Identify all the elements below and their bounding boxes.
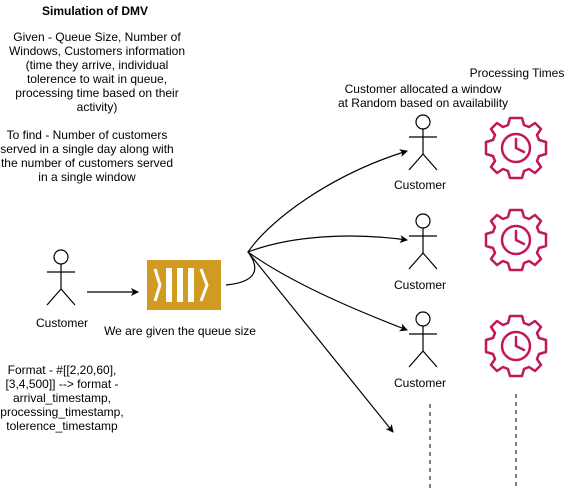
- person-icon: [408, 311, 438, 368]
- arrow-to-window-2: [247, 235, 408, 253]
- diagram-title: Simulation of DMV: [42, 4, 148, 18]
- allocation-line: at Random based on availability: [337, 96, 509, 110]
- given-line: Windows, Customers information: [8, 44, 186, 58]
- given-line: processing time based on their: [15, 86, 179, 100]
- format-line: arrival_timestamp,: [12, 391, 112, 405]
- to-find-line: served in a single day along with: [0, 142, 174, 156]
- arrow-to-window-4: [247, 251, 394, 433]
- arrow-to-window-1: [225, 149, 408, 286]
- customer-label: Customer: [35, 316, 88, 330]
- window-customer-label: Customer: [393, 278, 446, 292]
- format-line: processing_timestamp,: [0, 405, 124, 419]
- to-find-line: To find - Number of customers: [6, 128, 168, 142]
- arrow-to-window-3: [247, 251, 408, 332]
- person-icon: [408, 213, 438, 270]
- person-icon: [46, 249, 76, 306]
- distribution-arrows: [225, 149, 408, 433]
- given-line: Given - Queue Size, Number of: [13, 30, 181, 44]
- window-customer-label: Customer: [393, 178, 446, 192]
- queue-label: We are given the queue size: [104, 324, 256, 338]
- queue-icon: [147, 260, 221, 310]
- given-line: activity): [76, 100, 118, 114]
- allocation-line: Customer allocated a window: [344, 82, 502, 96]
- gear-clock-icon: [484, 116, 548, 180]
- to-find-line: in a single window: [38, 170, 136, 184]
- person-icon: [408, 114, 438, 171]
- format-line: Format - #[[2,20,60],: [7, 363, 117, 377]
- given-line: tolerence to wait in queue,: [26, 72, 168, 86]
- to-find-line: the number of customers served: [0, 156, 174, 170]
- given-line: (time they arrive, individual: [25, 58, 169, 72]
- format-line: tolerence_timestamp: [6, 419, 118, 433]
- format-line: [3,4,500]] --> format -: [5, 377, 119, 391]
- gear-clock-icon: [484, 208, 548, 272]
- processing-times-label: Processing Times: [469, 66, 565, 80]
- gear-clock-icon: [484, 314, 548, 378]
- window-customer-label: Customer: [393, 376, 446, 390]
